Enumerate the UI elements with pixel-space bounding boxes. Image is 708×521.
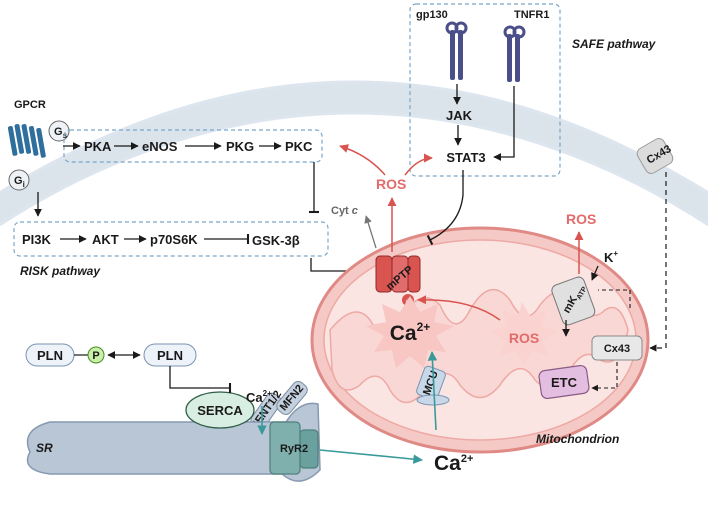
ca-starburst — [366, 296, 454, 368]
risk-box-bottom — [13, 221, 329, 257]
pka-label: PKA — [84, 139, 112, 154]
gp130-receptor — [445, 21, 468, 80]
sarcoplasmic-reticulum — [26, 402, 321, 482]
gs-protein — [48, 120, 70, 142]
tnfr1-receptor — [503, 25, 526, 82]
k-label: K+ — [604, 249, 618, 265]
tnfr1-label: TNFR1 — [514, 9, 549, 21]
ros-to-stat3-arrow — [404, 153, 433, 176]
ros-mito-starburst — [490, 302, 558, 366]
ryr2-release-arrow — [319, 449, 423, 464]
cx43-mito-channel — [591, 335, 643, 361]
phosphate-label: P — [92, 350, 99, 362]
gpcr-receptor-icon — [7, 124, 46, 158]
pln-right-label: PLN — [157, 348, 183, 363]
cx43-membrane-channel — [636, 138, 674, 174]
cx43-dashed-top — [598, 289, 631, 308]
sr-title: SR — [36, 441, 53, 455]
stat3-label: STAT3 — [446, 150, 485, 165]
ca-out-label: Ca2+ — [434, 452, 473, 475]
pln-left-label: PLN — [37, 348, 63, 363]
mptp-pore[interactable] — [375, 255, 421, 293]
mitochondrion-title: Mitochondrion — [536, 432, 619, 446]
cell-membrane — [0, 80, 708, 227]
pln-inhibits-serca — [169, 366, 232, 394]
pkc-label: PKC — [285, 139, 313, 154]
jak-label: JAK — [446, 108, 473, 123]
mcu-channel[interactable] — [416, 365, 450, 406]
etc-label: ETC — [551, 375, 578, 390]
safe-pathway-box — [409, 3, 561, 177]
ros-mito-label: ROS — [509, 330, 539, 346]
ros-to-mptp-arrow — [417, 295, 501, 321]
tnfr1-to-stat3-arrow — [493, 86, 515, 161]
stat3-inhibits-mptp — [426, 170, 464, 246]
mptp-to-cytc-arrow — [364, 215, 377, 249]
gpcr-label: GPCR — [14, 99, 46, 111]
gsk3b-label: GSK-3β — [252, 233, 300, 248]
mfn2-tether — [276, 381, 308, 415]
ca-mito-label: Ca2+ — [390, 320, 431, 345]
etc-complex[interactable] — [538, 364, 590, 400]
ca-into-mcu-arrow — [427, 351, 438, 431]
gi-protein — [8, 169, 30, 191]
cx43-to-etc-dashed-arrow — [591, 362, 618, 392]
safe-pathway-title: SAFE pathway — [572, 37, 657, 51]
pi3k-label: PI3K — [22, 232, 52, 247]
phosphate-badge — [87, 346, 105, 364]
p70s6k-label: p70S6K — [150, 232, 198, 247]
ca-serca-label: Ca2+ — [246, 389, 272, 405]
cx43-to-mito-dashed-arrow — [649, 172, 667, 352]
cx43-mito-label: Cx43 — [604, 343, 630, 355]
gp130-label: gp130 — [416, 9, 448, 21]
risk-pathway-title: RISK pathway — [20, 264, 101, 278]
serca-label: SERCA — [197, 403, 243, 418]
cytc-label: Cyt c — [331, 205, 358, 217]
gi-label: Gi — [14, 175, 25, 189]
akt-label: AKT — [92, 232, 119, 247]
serca-pump[interactable] — [185, 391, 255, 429]
ros-right-label: ROS — [566, 211, 596, 227]
ros-top-label: ROS — [376, 176, 406, 192]
ryr2-label: RyR2 — [280, 443, 308, 455]
mkatp-channel[interactable] — [550, 275, 596, 326]
gs-label: Gs — [54, 126, 68, 140]
ros-to-pkc-arrow — [339, 144, 386, 176]
k-into-mkatp-arrow — [591, 265, 599, 281]
pkg-label: PKG — [226, 139, 254, 154]
enos-label: eNOS — [142, 139, 178, 154]
ryr2-channel[interactable] — [269, 421, 319, 475]
